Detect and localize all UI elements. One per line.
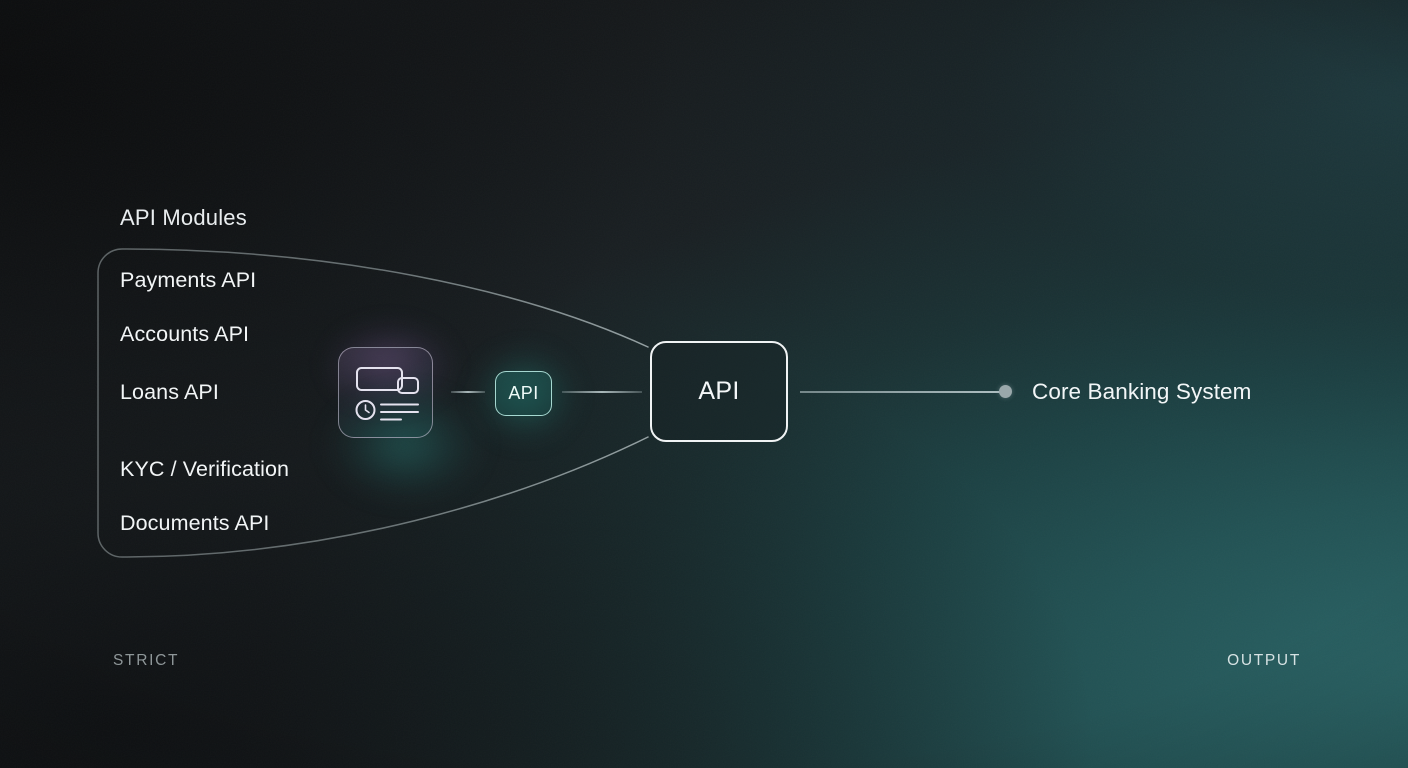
api-modules-list: Payments API Accounts API Loans API KYC … — [120, 248, 450, 535]
api-chip-label: API — [508, 383, 539, 403]
api-gateway-box[interactable]: API — [650, 341, 788, 442]
footer-left-label: STRICT — [113, 652, 180, 669]
connector-icon-to-chip — [451, 391, 485, 393]
connector-box-to-core — [800, 391, 1005, 393]
footer-right-label: OUTPUT — [1227, 652, 1301, 669]
list-item-loans[interactable]: Loans API — [120, 380, 219, 404]
list-item-accounts[interactable]: Accounts API — [120, 321, 250, 346]
document-card-icon[interactable] — [338, 347, 433, 438]
list-item-documents[interactable]: Documents API — [120, 511, 270, 535]
api-gateway-label: API — [698, 377, 740, 405]
list-item-kyc[interactable]: KYC / Verification — [120, 456, 290, 481]
endpoint-dot-icon — [999, 385, 1012, 398]
page-title: API Modules — [120, 205, 247, 230]
core-banking-system-label: Core Banking System — [1032, 379, 1252, 404]
list-item-payments[interactable]: Payments API — [120, 268, 257, 292]
api-chip-node[interactable]: API — [495, 371, 552, 416]
connector-chip-to-box — [562, 391, 642, 393]
